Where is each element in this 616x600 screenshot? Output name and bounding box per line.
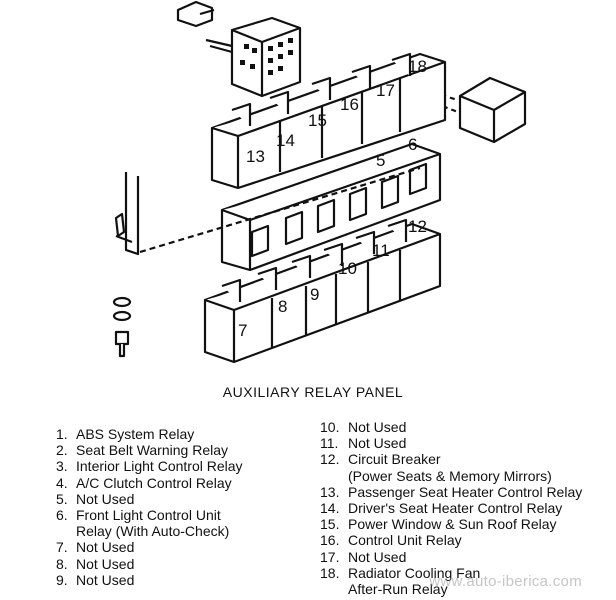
lower-relay-row <box>203 218 442 364</box>
slot-label: 7 <box>238 321 247 340</box>
legend-item: 7.Not Used <box>56 539 135 556</box>
slot-label: 18 <box>408 57 427 76</box>
slot-label: 15 <box>308 111 327 130</box>
relay-panel-drawing: 5 6 7 8 9 10 11 12 13 14 15 16 17 18 <box>112 0 527 364</box>
legend-item: 18.Radiator Cooling Fan <box>320 564 481 581</box>
slot-label: 16 <box>340 95 359 114</box>
legend-item-continuation: (Power Seats & Memory Mirrors) <box>348 467 552 484</box>
legend-item: 11.Not Used <box>320 435 407 452</box>
middle-socket-carrier <box>220 142 442 272</box>
legend-item: 5.Not Used <box>56 490 135 507</box>
watermark-text: www.auto-iberica.com <box>429 573 582 590</box>
slot-label: 14 <box>276 131 295 150</box>
legend-item-continuation: After-Run Relay <box>348 581 448 598</box>
multi-pin-connector <box>205 16 302 98</box>
legend-item: 16.Control Unit Relay <box>320 532 462 549</box>
mounting-bracket <box>114 166 421 256</box>
slot-label: 12 <box>408 217 427 236</box>
legend-left-column: 1.ABS System Relay 2.Seat Belt Warning R… <box>56 426 306 588</box>
legend-item: 13.Passenger Seat Heater Control Relay <box>320 483 583 500</box>
relay-cube <box>458 76 527 144</box>
slot-label: 10 <box>338 259 357 278</box>
slot-label: 5 <box>376 151 385 170</box>
legend-item: 9.Not Used <box>56 571 135 588</box>
legend-item: 3.Interior Light Control Relay <box>56 458 243 475</box>
washer-screw-stack <box>112 296 132 358</box>
slot-label: 17 <box>376 81 395 100</box>
legend-item-continuation: Relay (With Auto-Check) <box>76 523 230 540</box>
slot-label: 8 <box>278 297 287 316</box>
legend-item: 17.Not Used <box>320 548 407 565</box>
legend-item: 14.Driver's Seat Heater Control Relay <box>320 500 563 517</box>
legend-item: 10.Not Used <box>320 419 407 435</box>
legend-item: 15.Power Window & Sun Roof Relay <box>320 516 557 533</box>
slot-label: 9 <box>310 285 319 304</box>
upper-relay-row <box>210 52 447 190</box>
diagram-caption: AUXILIARY RELAY PANEL <box>222 384 404 400</box>
legend-item: 4.A/C Clutch Control Relay <box>56 474 232 491</box>
legend-item: 6.Front Light Control Unit <box>56 507 221 524</box>
connector-clip <box>176 0 215 28</box>
legend-item: 12.Circuit Breaker <box>320 451 441 468</box>
legend-right-column: 10.Not Used 11.Not Used 12.Circuit Break… <box>320 419 616 597</box>
slot-label: 11 <box>372 241 390 260</box>
legend-item: 8.Not Used <box>56 555 135 572</box>
slot-label: 13 <box>246 147 265 166</box>
slot-label: 6 <box>408 135 417 154</box>
legend-item: 2.Seat Belt Warning Relay <box>56 442 228 459</box>
legend-item: 1.ABS System Relay <box>56 426 195 442</box>
